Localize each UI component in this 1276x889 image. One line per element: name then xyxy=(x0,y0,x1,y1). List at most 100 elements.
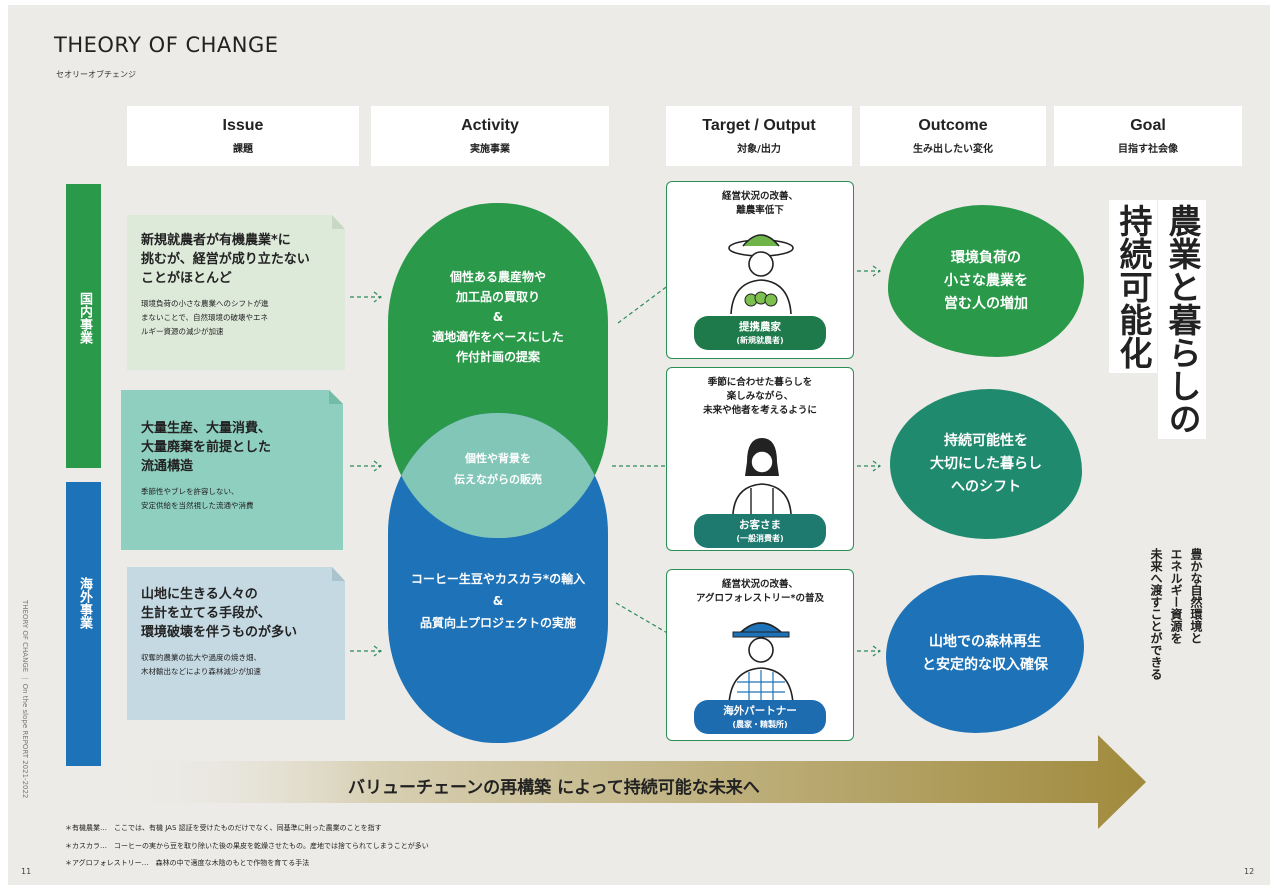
issue-line: 新規就農者が有機農業*に xyxy=(141,233,291,248)
column-header-en: Goal xyxy=(1130,117,1166,134)
target-description: 経営状況の改善、 アグロフォレストリー*の普及 xyxy=(667,578,853,606)
column-header-jp: 対象/出力 xyxy=(737,144,781,155)
activity-line: 個性や背景を xyxy=(465,452,531,465)
issue-detail-line: 安定供給を当然視した流通や消費 xyxy=(141,501,254,510)
target-pill-partner: 海外パートナー (農家・精製所) xyxy=(694,700,826,734)
outcome-blob-3: 山地での森林再生 と安定的な収入確保 xyxy=(886,575,1084,733)
column-header-en: Activity xyxy=(461,117,519,134)
target-description: 季節に合わせた暮らしを 楽しみながら、 未来や他者を考えるように xyxy=(667,376,853,418)
activity-line: コーヒー生豆やカスカラ*の輸入 xyxy=(410,572,586,586)
goal-right-column: 農業と暮らしの xyxy=(1158,200,1206,439)
activity-line: 伝えながらの販売 xyxy=(454,473,542,486)
column-header-en: Outcome xyxy=(918,117,988,134)
target-pill-label: 提携農家 xyxy=(739,321,781,333)
target-line: 季節に合わせた暮らしを xyxy=(707,377,813,388)
issue-box-1-shape xyxy=(127,215,345,370)
issue-detail-line: ルギー資源の減少が加速 xyxy=(141,327,224,336)
issue-line: 挑むが、経営が成り立たない xyxy=(141,252,310,267)
issue-heading: 新規就農者が有機農業*に 挑むが、経営が成り立たない ことがほとんど xyxy=(141,231,346,288)
issue-detail-line: まないことで、自然環境の破壊やエネ xyxy=(141,313,268,322)
outcome-line: 営む人の増加 xyxy=(944,295,1028,312)
issue-box-3: 山地に生きる人々の 生計を立てる手段が、 環境破壊を伴うものが多い 収奪的農業の… xyxy=(141,585,346,679)
arrow-head xyxy=(872,460,882,472)
customer-icon xyxy=(732,438,792,514)
outcome-line: 山地での森林再生 xyxy=(929,634,1041,650)
issue-line: 大量生産、大量消費、 xyxy=(141,421,272,436)
target-box-customer: 季節に合わせた暮らしを 楽しみながら、 未来や他者を考えるように お客さま (一… xyxy=(666,367,854,551)
value-chain-banner: バリューチェーンの再構築 によって持続可能な未来へ xyxy=(348,778,760,798)
target-box-farmer: 経営状況の改善、 離農率低下 提携農家 (新規就農者) xyxy=(666,181,854,359)
issue-detail: 季節性やブレを許容しない、 安定供給を当然視した流通や消費 xyxy=(141,485,346,513)
sidebar-domestic: 国内事業 xyxy=(66,184,101,468)
outcome-line: へのシフト xyxy=(951,478,1021,495)
sidebar-overseas: 海外事業 xyxy=(66,482,101,766)
outcome-line: 環境負荷の xyxy=(951,249,1021,266)
target-pill-sub: (新規就農者) xyxy=(736,336,784,345)
arrow-head xyxy=(373,645,383,657)
column-header-issue: Issue 課題 xyxy=(127,106,359,166)
arrow-head xyxy=(872,645,882,657)
page-number-right: 12 xyxy=(1244,867,1255,876)
target-line: アグロフォレストリー*の普及 xyxy=(696,593,824,604)
footnote-organic: ＊有機農業… ここでは、有機 JAS 認証を受けたものだけでなく、同基準に則った… xyxy=(65,824,382,832)
activity-overlap xyxy=(388,413,608,538)
target-pill-sub: (農家・精製所) xyxy=(732,720,788,729)
partner-icon xyxy=(728,622,794,704)
outcome-line: と安定的な収入確保 xyxy=(922,657,1048,673)
issue-box-3-shape xyxy=(127,567,345,720)
issue-detail: 環境負荷の小さな農業へのシフトが進 まないことで、自然環境の破壊やエネ ルギー資… xyxy=(141,297,346,339)
target-pill-farmer: 提携農家 (新規就農者) xyxy=(694,316,826,350)
goal-subtext-1: 豊かな自然環境と xyxy=(1189,548,1203,644)
target-line: 離農率低下 xyxy=(736,205,784,216)
issue-line: 山地に生きる人々の xyxy=(141,587,258,602)
theory-of-change-page: THEORY OF CHANGE セオリーオブチェンジ Issue 課題 Act… xyxy=(8,5,1270,885)
activity-overlap-text: 個性や背景を 伝えながらの販売 xyxy=(388,448,608,490)
target-line: 経営状況の改善、 xyxy=(721,579,798,590)
column-header-en: Issue xyxy=(222,117,264,134)
column-header-en: Target / Output xyxy=(702,117,816,134)
target-pill-customer: お客さま (一般消費者) xyxy=(694,514,826,548)
target-line: 楽しみながら、 xyxy=(726,391,794,402)
issue-heading: 山地に生きる人々の 生計を立てる手段が、 環境破壊を伴うものが多い xyxy=(141,585,346,642)
sidebar-domestic-label: 国内事業 xyxy=(77,292,92,344)
arrow-head xyxy=(373,460,383,472)
goal-subtext-3: 未来へ渡すことができる xyxy=(1149,548,1163,680)
footnote-cascara: ＊カスカラ… コーヒーの実から豆を取り除いた後の果皮を乾燥させたもの。産地では捨… xyxy=(65,842,429,850)
activity-overseas-text: コーヒー生豆やカスカラ*の輸入 & 品質向上プロジェクトの実施 xyxy=(388,568,608,634)
issue-box-2-shape xyxy=(121,390,343,550)
issue-box-2: 大量生産、大量消費、 大量廃棄を前提とした 流通構造 季節性やブレを許容しない、… xyxy=(141,419,346,513)
outcome-blob-1: 環境負荷の 小さな農業を 営む人の増加 xyxy=(888,205,1084,357)
activity-line: 品質向上プロジェクトの実施 xyxy=(419,616,576,630)
outcome-line: 小さな農業を xyxy=(944,272,1028,289)
page-subtitle: セオリーオブチェンジ xyxy=(56,70,136,79)
issue-line: ことがほとんど xyxy=(141,271,232,286)
value-chain-arrow xyxy=(116,735,1146,829)
issue-detail-line: 環境負荷の小さな農業へのシフトが進 xyxy=(141,299,269,308)
column-header-activity: Activity 実施事業 xyxy=(371,106,609,166)
side-caption-wrap: THEORY OF CHANGE ｜ On the slope REPORT 2… xyxy=(20,600,32,860)
target-box-partner: 経営状況の改善、 アグロフォレストリー*の普及 海外パートナー (農家・精製所) xyxy=(666,569,854,741)
issue-heading: 大量生産、大量消費、 大量廃棄を前提とした 流通構造 xyxy=(141,419,346,476)
column-header-jp: 実施事業 xyxy=(470,144,510,155)
target-pill-label: 海外パートナー xyxy=(723,705,797,717)
page-number-left: 11 xyxy=(21,867,32,876)
column-header-jp: 生み出したい変化 xyxy=(913,144,993,155)
outcome-line: 持続可能性を xyxy=(944,432,1028,449)
issue-box-1: 新規就農者が有機農業*に 挑むが、経営が成り立たない ことがほとんど 環境負荷の… xyxy=(141,231,346,339)
target-description: 経営状況の改善、 離農率低下 xyxy=(667,190,853,218)
column-header-outcome: Outcome 生み出したい変化 xyxy=(860,106,1046,166)
activity-line: 適地適作をベースにした xyxy=(432,330,564,344)
column-header-jp: 課題 xyxy=(233,144,253,155)
issue-detail-line: 収奪的農業の拡大や過度の焼き畑、 xyxy=(141,653,261,662)
issue-detail-line: 季節性やブレを許容しない、 xyxy=(141,487,239,496)
target-line: 経営状況の改善、 xyxy=(721,191,798,202)
issue-line: 大量廃棄を前提とした xyxy=(141,440,272,455)
arrow-head xyxy=(872,265,882,277)
activity-line: 個性ある農産物や xyxy=(449,270,546,284)
activity-line: 加工品の買取り xyxy=(455,290,540,304)
goal-left-column: 持続可能化 xyxy=(1109,200,1157,373)
target-pill-sub: (一般消費者) xyxy=(736,534,784,543)
goal-subtext-2: エネルギー資源を xyxy=(1169,548,1183,644)
sidebar-overseas-label: 海外事業 xyxy=(77,577,92,629)
issue-line: 生計を立てる手段が、 xyxy=(141,606,271,621)
